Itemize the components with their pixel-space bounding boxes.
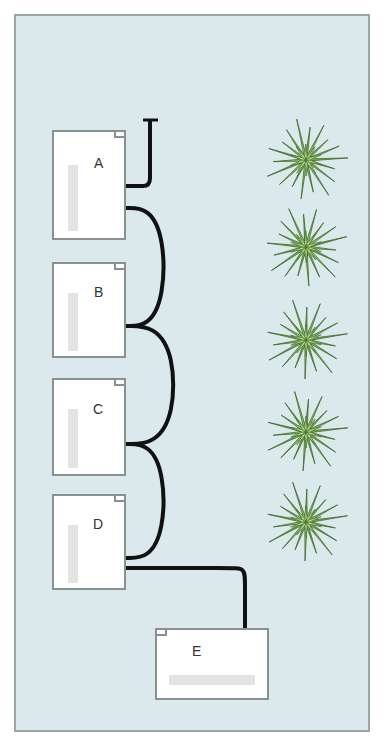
level-gauge [68,165,78,231]
inlet-pipe [126,120,158,186]
tank: D [52,494,126,590]
tank-label: E [192,644,201,658]
level-gauge [68,293,78,351]
tank-lid [155,628,167,636]
plant [267,209,347,286]
pipe [126,568,245,628]
frame [15,15,369,731]
tank-label: B [94,285,103,299]
tank: C [52,378,126,476]
level-gauge [68,525,78,583]
tank-lid [114,130,126,138]
tank-label: C [93,402,103,416]
tank-lid [114,494,126,502]
plant [268,392,348,471]
tank-lid [114,378,126,386]
tank-lid [114,262,126,270]
level-gauge [169,675,255,685]
pipe [126,326,173,444]
tank-label: D [93,517,103,531]
tank: B [52,262,126,358]
plants [267,119,348,561]
level-gauge [68,409,78,468]
pipe [126,208,163,326]
plant [267,119,348,199]
plant [268,482,348,561]
tank-label: A [94,156,103,170]
tank: E [155,628,269,700]
tank: A [52,130,126,240]
pipe [126,444,163,558]
plant [268,300,348,379]
